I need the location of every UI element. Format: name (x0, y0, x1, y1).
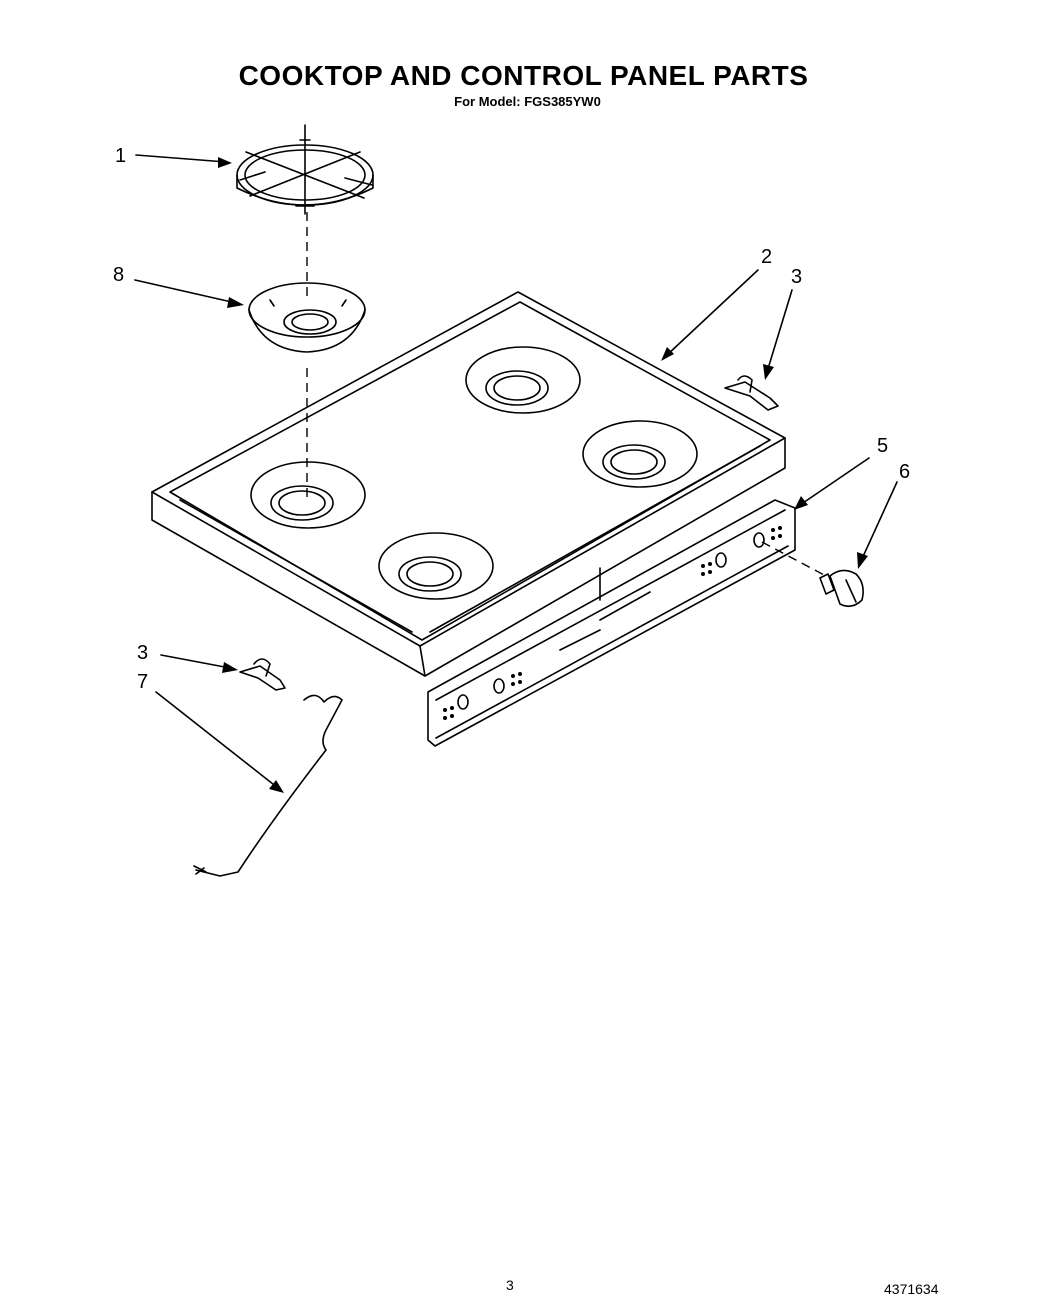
page-title: COOKTOP AND CONTROL PANEL PARTS (238, 60, 809, 91)
document-number: 4371634 (884, 1281, 939, 1297)
control-knob (819, 569, 864, 608)
cooktop-burner-well (582, 420, 698, 488)
callout-3-right: 3 (791, 266, 803, 288)
callout-5: 5 (877, 435, 889, 457)
clip-right (724, 375, 779, 411)
callout-2: 2 (761, 246, 773, 268)
knob-alignment-line (761, 541, 827, 577)
model-subtitle: For Model: FGS385YW0 (454, 94, 601, 109)
cooktop-burner-well (250, 461, 366, 529)
callout-7: 7 (137, 671, 149, 693)
callout-1: 1 (115, 145, 127, 167)
control-panel (427, 499, 796, 747)
callout-3-left: 3 (137, 642, 149, 664)
cooktop-burner-well (378, 532, 494, 600)
control-panel-dots (443, 526, 782, 720)
burner-bowl (248, 282, 366, 353)
clip-left (239, 658, 286, 691)
control-panel-knob-holes (457, 532, 765, 710)
leader-lines (134, 154, 898, 793)
wire-harness (193, 694, 343, 877)
page-number: 3 (506, 1277, 514, 1293)
cooktop-burner-well (465, 346, 581, 414)
cooktop (151, 291, 786, 677)
burner-grate (236, 124, 374, 215)
callout-8: 8 (113, 264, 125, 286)
callout-6: 6 (899, 461, 911, 483)
